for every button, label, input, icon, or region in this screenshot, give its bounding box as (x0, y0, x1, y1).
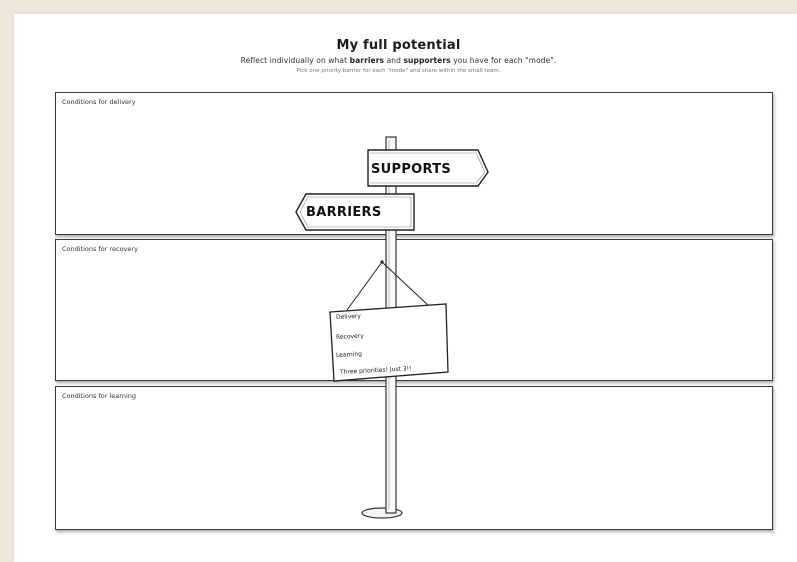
recovery-conditions-label: Conditions for recovery (62, 245, 138, 253)
supports-sign-label: SUPPORTS (371, 162, 452, 177)
subtitle-text-start: Reflect individually on what (240, 56, 350, 65)
worksheet-subtitle: Reflect individually on what barriers an… (0, 56, 797, 65)
subtitle-text-middle: and (384, 56, 404, 65)
subtitle-keyword-barriers: barriers (349, 56, 385, 65)
board-line-recovery: Recovery (335, 332, 364, 341)
subtitle-keyword-supporters: supporters (403, 56, 451, 65)
worksheet-title: My full potential (336, 38, 461, 53)
worksheet-instruction-note: Pick one priority barrier for each "mode… (296, 68, 501, 74)
barriers-sign-label: BARRIERS (306, 205, 382, 220)
delivery-conditions-label: Conditions for delivery (62, 98, 136, 106)
recovery-conditions-box[interactable]: Conditions for recovery (55, 239, 773, 381)
subtitle-text-end: you have for each "mode". (450, 56, 557, 65)
board-line-learning: Learning (335, 350, 363, 359)
learning-conditions-box[interactable]: Conditions for learning (55, 386, 773, 530)
board-line-delivery: Delivery (335, 312, 362, 321)
learning-conditions-label: Conditions for learning (62, 392, 136, 400)
